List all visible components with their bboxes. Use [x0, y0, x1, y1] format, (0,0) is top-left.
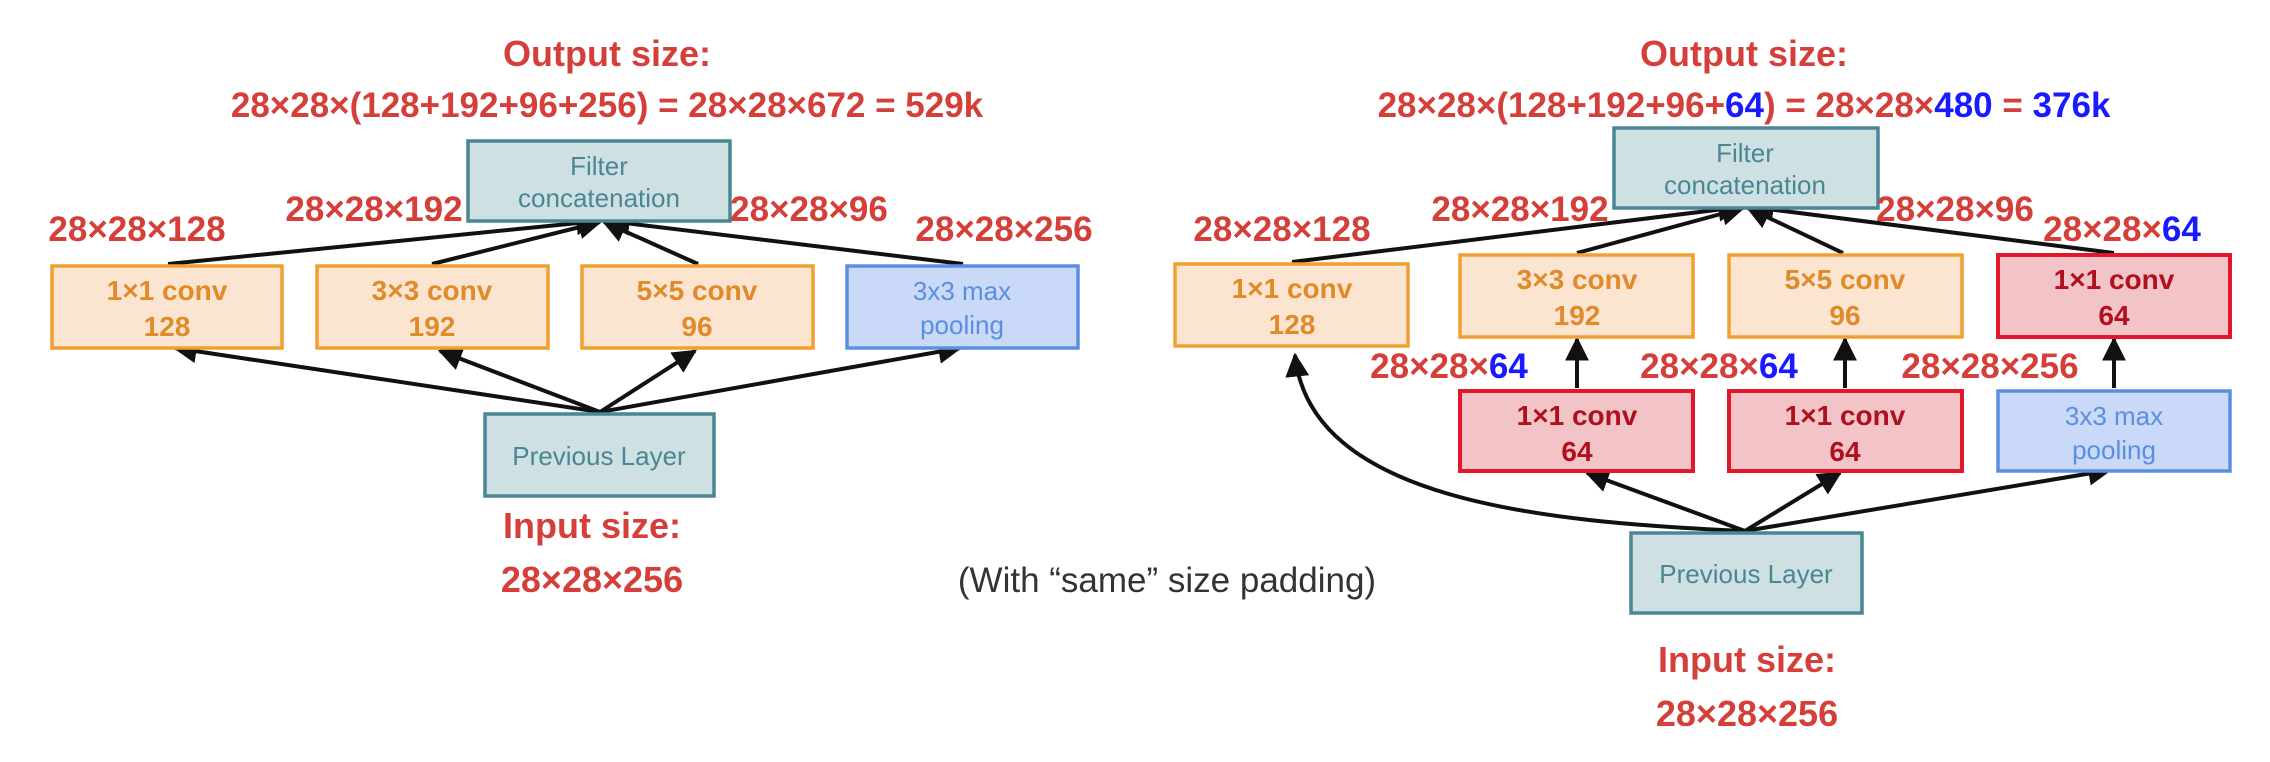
left-input-size-value: 28×28×256	[501, 559, 683, 600]
left-arrow-prev-to-pool	[599, 339, 963, 414]
right-conv3-text-2: 192	[1554, 300, 1601, 331]
left-filter-text-2: concatenation	[518, 183, 680, 213]
right-prev-layer-text: Previous Layer	[1659, 559, 1833, 589]
right-arrows	[1285, 197, 2126, 533]
dimension-reduced-inception-module: Output size: 28×28×(128+192+96+64) = 28×…	[1173, 33, 2232, 734]
left-conv3-text-1: 3×3 conv	[372, 275, 493, 306]
right-output-size-formula: 28×28×(128+192+96+64) = 28×28×480 = 376k	[1378, 86, 2111, 125]
left-arrow-pool-to-filter	[605, 211, 964, 266]
left-filter-text-1: Filter	[570, 151, 628, 181]
left-max-pool-box: 3x3 max pooling	[845, 264, 1080, 350]
right-arrow-prev-to-reduce3	[1584, 469, 1746, 533]
right-conv5x5-box: 5×5 conv 96	[1727, 253, 1964, 339]
right-arrow-prev-to-reduce5	[1743, 471, 1843, 533]
same-padding-note: (With “same” size padding)	[958, 561, 1376, 600]
left-arrow-conv3-to-filter	[431, 215, 603, 266]
right-conv3-text-1: 3×3 conv	[1517, 264, 1638, 295]
right-filter-concatenation-box: Filter concatenation	[1612, 126, 1880, 210]
left-arrow-prev-to-conv3	[437, 347, 601, 414]
left-conv1x1-box: 1×1 conv 128	[50, 264, 284, 350]
right-pool-text-2: pooling	[2072, 435, 2156, 465]
right-reduce3-text-1: 1×1 conv	[1517, 400, 1638, 431]
left-label-conv1-output: 28×28×128	[48, 210, 225, 249]
right-reduce-before-conv3-box: 1×1 conv 64	[1458, 389, 1695, 473]
right-reduce3-text-2: 64	[1561, 436, 1593, 467]
right-label-proj-output: 28×28×64	[2043, 210, 2201, 249]
right-conv5-text-1: 5×5 conv	[1785, 264, 1906, 295]
right-reduce5-text-1: 1×1 conv	[1785, 400, 1906, 431]
left-filter-concatenation-box: Filter concatenation	[466, 139, 732, 223]
right-label-conv5-output: 28×28×96	[1876, 190, 2034, 229]
right-conv3x3-box: 3×3 conv 192	[1458, 253, 1695, 339]
right-reduce-before-conv5-box: 1×1 conv 64	[1727, 389, 1964, 473]
left-label-conv3-output: 28×28×192	[285, 190, 462, 229]
left-conv3x3-box: 3×3 conv 192	[315, 264, 550, 350]
right-label-reduce5-output: 28×28×64	[1640, 347, 1798, 386]
left-previous-layer-box: Previous Layer	[483, 412, 716, 498]
left-output-size-formula: 28×28×(128+192+96+256) = 28×28×672 = 529…	[231, 86, 984, 125]
left-label-conv5-output: 28×28×96	[730, 190, 888, 229]
right-arrow-conv1-to-filter	[1291, 197, 1743, 264]
left-arrow-prev-to-conv5	[598, 349, 698, 414]
right-pool-text-1: 3x3 max	[2065, 401, 2163, 431]
right-label-conv3-output: 28×28×192	[1431, 190, 1608, 229]
right-conv1-text-2: 128	[1269, 309, 1316, 340]
left-label-pool-output: 28×28×256	[915, 210, 1092, 249]
right-conv1-text-1: 1×1 conv	[1232, 273, 1353, 304]
right-conv1x1-box: 1×1 conv 128	[1173, 262, 1410, 348]
left-arrows	[167, 211, 964, 414]
right-arrow-prev-to-pool	[1744, 461, 2113, 533]
right-input-size-title: Input size:	[1658, 639, 1836, 680]
left-pool-text-1: 3x3 max	[913, 276, 1011, 306]
left-input-size-title: Input size:	[503, 505, 681, 546]
right-arrow-conv3-to-filter	[1576, 202, 1746, 255]
right-output-size-title: Output size:	[1640, 33, 1848, 74]
right-arrow-pool-branch-to-filter	[1749, 197, 2115, 255]
naive-inception-module: Output size: 28×28×(128+192+96+256) = 28…	[48, 33, 1092, 600]
left-conv5-text-1: 5×5 conv	[637, 275, 758, 306]
left-conv5x5-box: 5×5 conv 96	[580, 264, 815, 350]
left-arrow-conv1-to-filter	[167, 211, 601, 266]
right-proj-text-1: 1×1 conv	[2054, 264, 2175, 295]
right-previous-layer-box: Previous Layer	[1629, 531, 1864, 615]
left-prev-layer-text: Previous Layer	[512, 441, 686, 471]
right-label-reduce3-output: 28×28×64	[1370, 347, 1528, 386]
left-pool-text-2: pooling	[920, 310, 1004, 340]
left-conv1-text-2: 128	[144, 311, 191, 342]
right-label-pool-output: 28×28×256	[1901, 347, 2078, 386]
left-output-size-title: Output size:	[503, 33, 711, 74]
right-pool-projection-box: 1×1 conv 64	[1996, 253, 2232, 339]
right-label-conv1-output: 28×28×128	[1193, 210, 1370, 249]
right-conv5-text-2: 96	[1829, 300, 1860, 331]
right-proj-text-2: 64	[2098, 300, 2130, 331]
right-arrow-prev-to-conv1	[1285, 352, 1746, 533]
left-conv3-text-2: 192	[409, 311, 456, 342]
right-reduce5-text-2: 64	[1829, 436, 1861, 467]
right-filter-text-2: concatenation	[1664, 170, 1826, 200]
right-filter-text-1: Filter	[1716, 138, 1774, 168]
right-input-size-value: 28×28×256	[1656, 693, 1838, 734]
right-max-pool-box: 3x3 max pooling	[1996, 389, 2232, 473]
left-conv5-text-2: 96	[681, 311, 712, 342]
left-conv1-text-1: 1×1 conv	[107, 275, 228, 306]
left-arrow-prev-to-conv1	[172, 339, 601, 414]
